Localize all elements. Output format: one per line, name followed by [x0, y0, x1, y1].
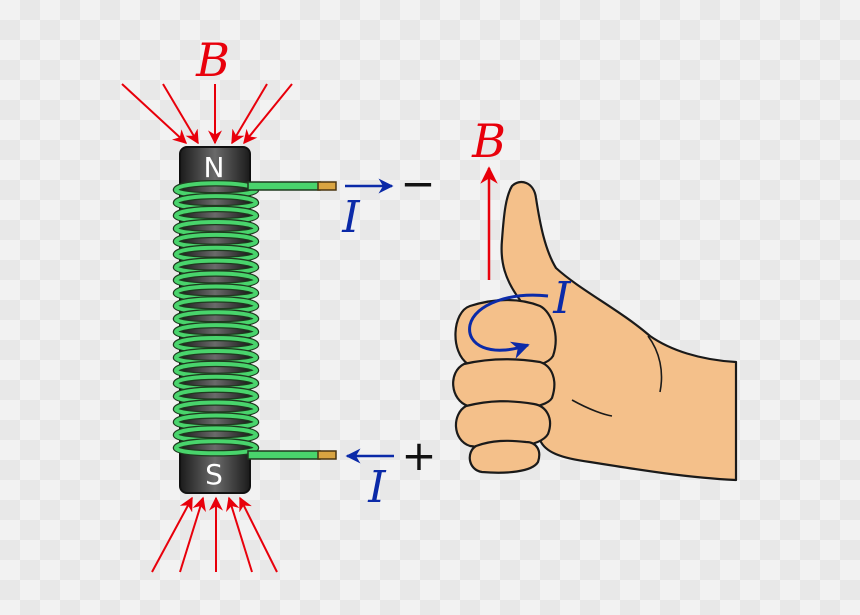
- north-pole-label: N: [204, 151, 225, 184]
- field-line: [162, 83, 199, 145]
- thumbs-up-hand-icon: [452, 180, 738, 482]
- current-label-bottom: I: [367, 462, 387, 513]
- field-line: [179, 496, 206, 573]
- current-label-top: I: [341, 192, 361, 243]
- field-line: [151, 496, 193, 573]
- magnetic-field-lines-bottom: [151, 496, 278, 573]
- plus-terminal-label: +: [401, 431, 436, 480]
- field-label-hand: B: [471, 114, 506, 168]
- lead-wire-top: [247, 181, 337, 191]
- magnetic-field-lines-top: [121, 83, 293, 145]
- field-line: [243, 83, 293, 145]
- minus-terminal-label: −: [400, 159, 435, 208]
- field-line: [239, 496, 278, 573]
- field-line: [226, 496, 253, 573]
- south-pole-label: S: [205, 458, 223, 491]
- field-label-top: B: [195, 33, 230, 87]
- current-curl-arrow-hand: [468, 293, 549, 359]
- lead-wire-bottom: [247, 450, 337, 460]
- coil-windings: [172, 180, 260, 457]
- field-line: [231, 83, 268, 145]
- field-line: [121, 83, 188, 144]
- coil-turn: [173, 439, 259, 456]
- current-label-hand: I: [552, 273, 572, 324]
